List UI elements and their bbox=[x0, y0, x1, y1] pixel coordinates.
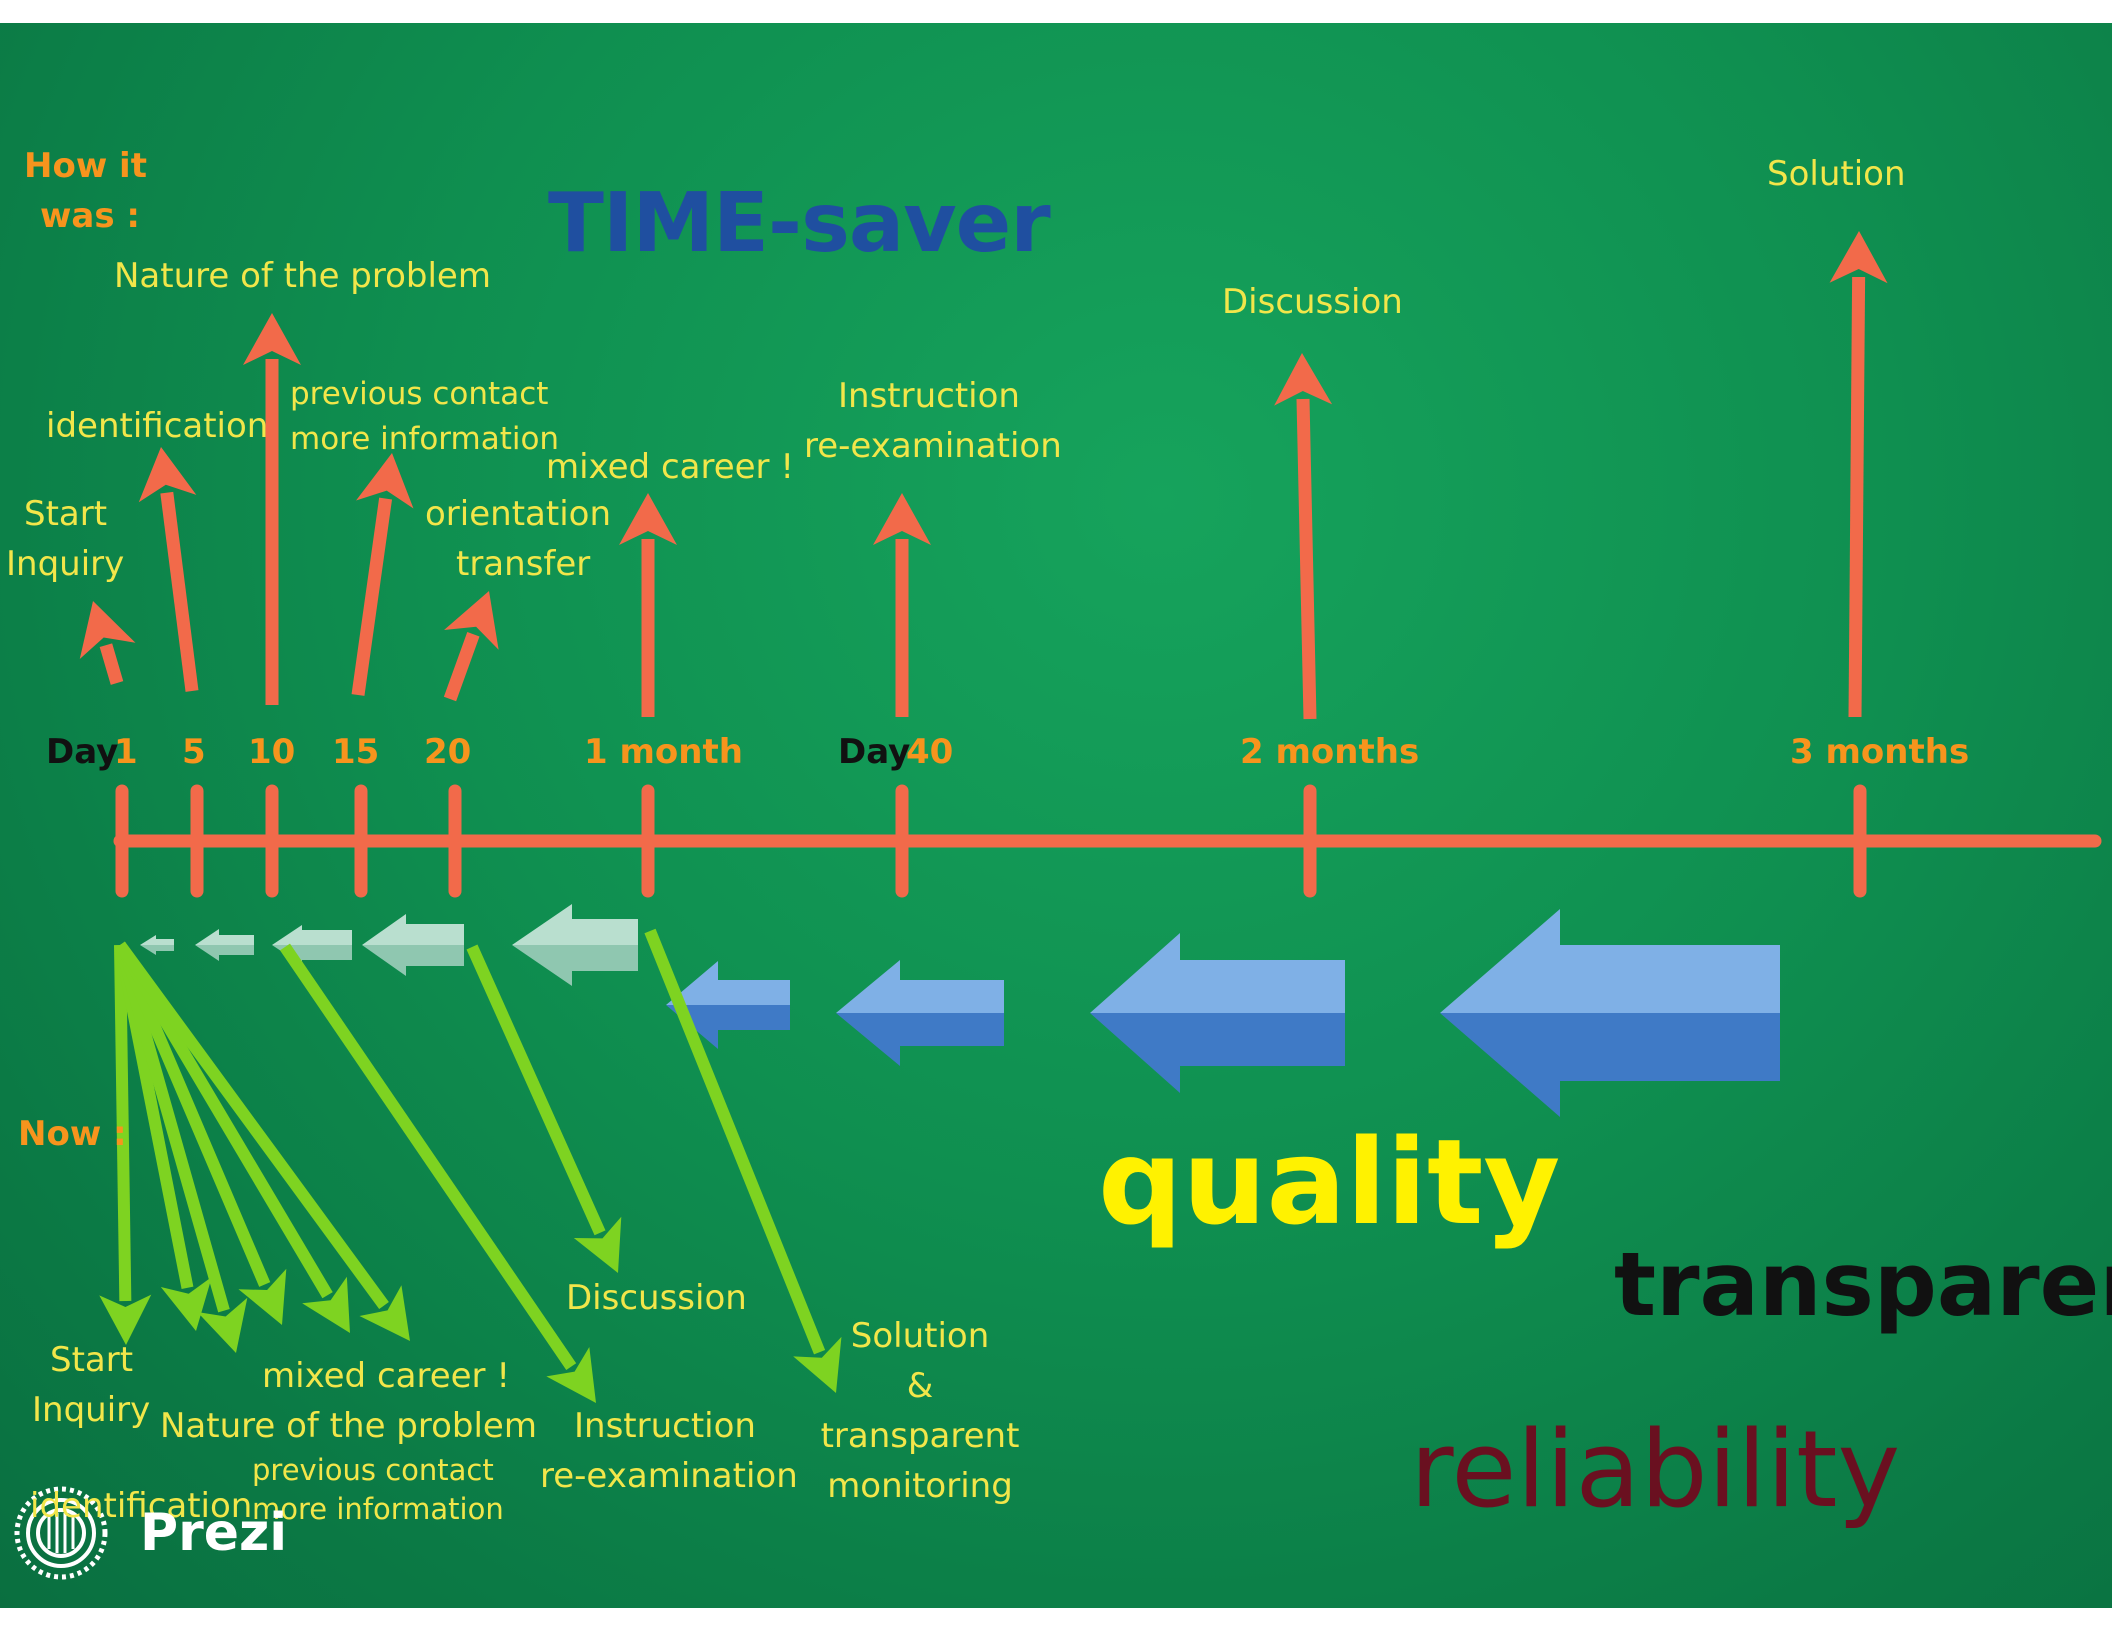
time-saved-arrow-2 bbox=[195, 929, 254, 961]
time-saved-arrow-3 bbox=[272, 925, 352, 965]
before-event-contact-line1: previous contact bbox=[290, 376, 549, 412]
before-section-label-line1: How it bbox=[24, 146, 147, 186]
up-arrow-5 bbox=[443, 591, 499, 702]
after-section-label: Now : bbox=[18, 1114, 127, 1154]
after-event-contact-line1: previous contact bbox=[252, 1453, 494, 1487]
before-event-discussion: Discussion bbox=[1222, 282, 1403, 322]
prezi-logo-icon bbox=[14, 1486, 108, 1580]
before-event-solution: Solution bbox=[1767, 154, 1906, 194]
time-saved-arrow-1 bbox=[140, 935, 174, 955]
before-event-orientation-line1: orientation bbox=[425, 494, 611, 534]
tick-label-2-months: 2 months bbox=[1240, 732, 1420, 772]
now-arrow-6 bbox=[115, 941, 410, 1341]
up-arrow-4 bbox=[351, 453, 414, 696]
tick-label-5: 5 bbox=[182, 732, 206, 772]
tick-label-15: 15 bbox=[332, 732, 380, 772]
keyword-reliability: reliability bbox=[1410, 1408, 1901, 1531]
tick-label-40: 40 bbox=[906, 732, 954, 772]
before-event-start-line1: Start bbox=[24, 494, 108, 534]
tick-day-prefix-40: Day bbox=[838, 732, 911, 772]
after-event-mixed-career: mixed career ! bbox=[262, 1356, 510, 1396]
up-arrow-7 bbox=[873, 493, 931, 717]
after-event-solution-line4: monitoring bbox=[827, 1466, 1013, 1506]
now-arrow-8 bbox=[466, 944, 622, 1273]
tick-label-1: 1 bbox=[114, 732, 138, 772]
before-event-orientation-line2: transfer bbox=[456, 544, 591, 584]
now-arrow-7 bbox=[280, 943, 596, 1403]
prezi-logo-text: Prezi bbox=[140, 1503, 288, 1563]
time-saved-arrow-4 bbox=[362, 914, 464, 976]
after-event-instruction-line2: re-examination bbox=[540, 1456, 798, 1496]
up-arrow-1 bbox=[79, 601, 136, 685]
time-saved-arrow-8 bbox=[1090, 933, 1345, 1093]
tick-day-prefix-1: Day bbox=[46, 732, 119, 772]
time-saved-arrow-6 bbox=[666, 961, 790, 1049]
keyword-transparency: transparenc bbox=[1614, 1233, 2112, 1336]
after-event-solution-line2: & bbox=[906, 1366, 934, 1406]
before-event-start-line2: Inquiry bbox=[6, 544, 125, 584]
before-event-instruction-line1: Instruction bbox=[838, 376, 1020, 416]
after-event-start-line1: Start bbox=[50, 1340, 134, 1380]
now-arrow-5 bbox=[114, 941, 350, 1333]
up-arrow-6 bbox=[619, 493, 677, 717]
after-event-identification: identification bbox=[30, 1486, 253, 1526]
before-event-nature: Nature of the problem bbox=[114, 256, 491, 296]
after-event-start-line2: Inquiry bbox=[32, 1390, 151, 1430]
after-event-discussion: Discussion bbox=[566, 1278, 747, 1318]
timeline-diagram bbox=[14, 231, 2102, 1580]
tick-label-20: 20 bbox=[424, 732, 472, 772]
up-arrow-3 bbox=[243, 313, 301, 705]
before-event-contact-line2: more information bbox=[290, 421, 560, 457]
after-event-instruction-line1: Instruction bbox=[574, 1406, 756, 1446]
after-event-solution-line3: transparent bbox=[820, 1416, 1020, 1456]
up-arrow-2 bbox=[138, 447, 199, 692]
before-event-mixed-career: mixed career ! bbox=[546, 447, 794, 487]
after-event-solution-line1: Solution bbox=[850, 1316, 990, 1356]
tick-label-1-month: 1 month bbox=[584, 732, 743, 772]
time-saved-arrow-5 bbox=[512, 904, 638, 986]
now-arrow-3 bbox=[114, 943, 248, 1353]
now-arrow-9 bbox=[644, 928, 842, 1393]
before-section-label-line2: was : bbox=[40, 196, 141, 236]
now-arrow-4 bbox=[114, 942, 287, 1325]
time-saved-arrow-9 bbox=[1440, 909, 1780, 1117]
tick-label-10: 10 bbox=[248, 732, 296, 772]
page-title: TIME-saver bbox=[548, 176, 1051, 271]
before-event-identification: identification bbox=[46, 406, 269, 446]
keyword-quality: quality bbox=[1098, 1113, 1561, 1251]
time-saved-arrow-7 bbox=[836, 960, 1004, 1066]
up-arrow-8 bbox=[1274, 353, 1333, 720]
after-event-nature: Nature of the problem bbox=[160, 1406, 537, 1446]
tick-label-3-months: 3 months bbox=[1790, 732, 1970, 772]
now-arrow-1 bbox=[99, 944, 152, 1345]
up-arrow-9 bbox=[1829, 231, 1888, 718]
slide: TIME-saver How it was : Start Inquiry id… bbox=[0, 23, 2112, 1608]
before-event-instruction-line2: re-examination bbox=[804, 426, 1062, 466]
after-event-contact-line2: more information bbox=[252, 1492, 504, 1526]
